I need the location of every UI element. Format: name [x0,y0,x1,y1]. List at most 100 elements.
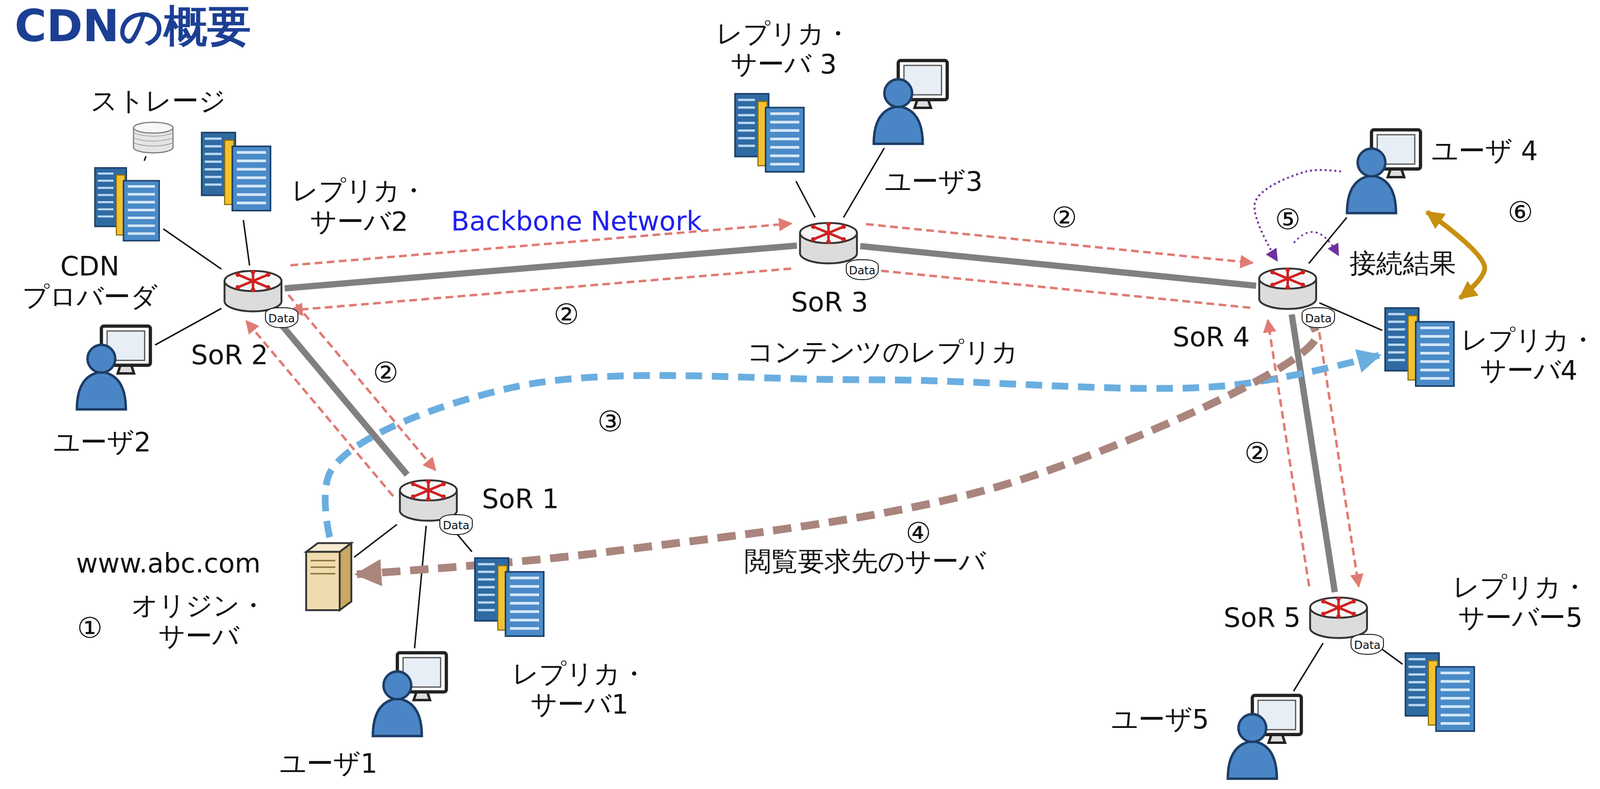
data-store-label: Data [439,513,473,535]
node-icon [1382,298,1459,396]
server-icon [475,558,544,637]
callout-number: ② [1244,436,1271,470]
node-label: SoR 1 [481,483,560,514]
callout-number: ① [77,611,103,645]
router-icon [800,221,858,264]
node-icon [369,648,452,741]
router-node: SoR 4 [1256,263,1320,314]
sel-connector [1254,170,1342,261]
backbone-connector [860,246,1257,286]
node-label: SoR 2 [190,339,268,371]
server-icon [1385,308,1455,387]
callout-number: ④ [905,516,932,550]
user-icon [76,325,151,409]
node-label: ユーザ3 [884,166,983,197]
origin-server-icon [306,543,352,610]
callout-number: ③ [597,404,623,438]
callout-number: ⑥ [1507,195,1534,229]
result-label: 接続結果 [1349,248,1457,279]
connector-label: 閲覧要求先のサーバ [744,545,986,577]
router-icon [1310,596,1368,638]
connector-label: コンテンツのレプリカ [746,336,1019,368]
access-connector [1308,217,1347,264]
node-label: レプリカ・ サーバ2 [288,175,431,237]
req-connector [290,268,792,311]
server-node: レプリカ・ サーバ1 [471,548,549,646]
storage-node: ストレージ [130,119,176,156]
backbone-connector [1291,314,1336,592]
node-label: www.abc.com [76,547,261,579]
node-label: ユーザ5 [1111,703,1210,735]
node-icon [1343,125,1426,218]
node-label: オリジン・ サーバ [128,590,270,652]
server-icon [735,93,805,172]
node-icon [92,160,164,248]
user-icon [1347,129,1421,214]
server-icon [1405,652,1475,731]
node-label: レプリカ・ サーバ1 [509,658,651,720]
req-connector [246,320,393,497]
user-icon [1227,695,1302,779]
callout-number: ② [1051,201,1078,234]
user-icon [372,652,447,736]
server-icon [94,167,159,241]
node-label: ストレージ [90,85,226,117]
network-label: Backbone Network [450,205,702,237]
node-icon [198,123,276,220]
data-store-label: Data [1301,307,1336,328]
access-connector [414,525,427,649]
node-icon [1224,690,1307,783]
access-connector [795,181,815,218]
view-connector [357,316,1317,575]
access-connector [843,147,885,218]
server-node: レプリカ・ サーバ4 [1382,298,1459,396]
node-icon [73,321,156,414]
node-label: SoR 5 [1223,602,1301,633]
node-label: ユーザ1 [279,747,378,779]
user-node: ユーザ3 [870,56,953,149]
node-label: レプリカ・ サーバー5 [1448,571,1593,634]
server-node: CDN プロバーダ [92,160,164,248]
access-connector [144,155,147,161]
data-store-label: Data [1350,633,1384,655]
node-label: レプリカ・ サーバ4 [1458,324,1600,387]
rep-connector [325,355,1380,537]
access-connector [1293,642,1323,691]
node-label: ユーザ2 [53,426,152,458]
access-connector [163,228,222,269]
node-icon [130,119,176,156]
node-icon [303,539,355,614]
diagram-title: CDNの概要 [14,1,251,50]
req-connector [863,268,1251,308]
user-node: ユーザ2 [73,321,156,414]
user-node: ユーザ5 [1224,690,1307,783]
node-icon [1402,643,1479,741]
server-node: レプリカ・ サーバー5 [1402,643,1479,741]
callout-number: ② [553,297,580,331]
node-label: ユーザ 4 [1431,135,1538,167]
callout-number: ⑤ [1274,202,1301,236]
data-store-label: Data [264,307,299,328]
access-connector [354,524,397,558]
access-connector [243,219,250,266]
router-icon [1259,267,1317,310]
user-node: ユーザ 4 [1343,125,1426,218]
data-store-label: Data [845,259,880,280]
user-node: ユーザ1 [369,648,452,741]
backbone-connector [284,245,797,289]
backbone-connector [274,316,408,475]
node-label: SoR 3 [791,286,869,318]
node-icon [870,56,953,149]
server-node: レプリカ・ サーバ2 [198,123,276,220]
node-icon [1256,263,1320,314]
user-icon [873,60,948,144]
origin-node: www.abc.comオリジン・ サーバ [303,539,355,614]
server-node: レプリカ・ サーバ 3 [731,84,809,182]
node-label: CDN プロバーダ [19,250,161,313]
callout-number: ② [372,356,399,389]
node-icon [731,84,809,182]
node-label: SoR 4 [1172,321,1250,353]
node-label: レプリカ・ サーバ 3 [713,18,855,80]
server-icon [201,132,271,211]
